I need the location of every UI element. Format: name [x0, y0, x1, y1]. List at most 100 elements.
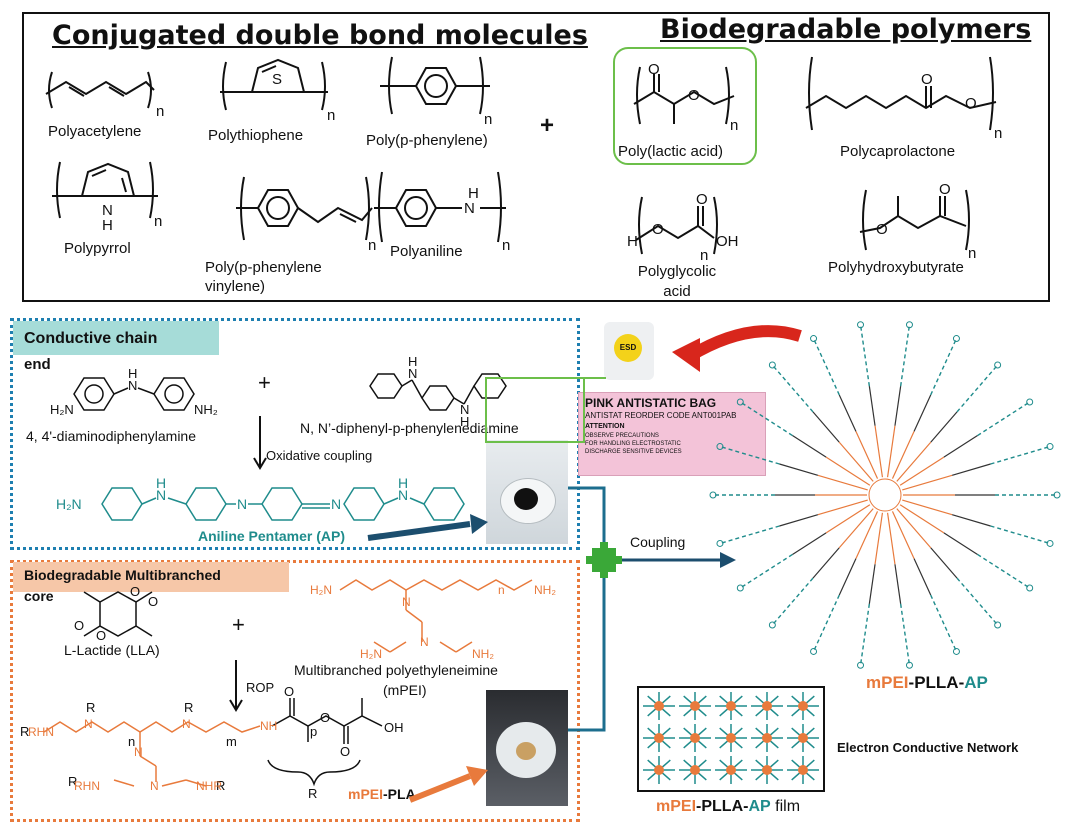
svg-text:O: O — [688, 87, 700, 104]
star-ap-arm — [773, 577, 814, 624]
star-core-arm — [886, 512, 896, 565]
mpei-label-2: (mPEI) — [383, 682, 427, 698]
film-node — [798, 765, 808, 775]
film-node — [726, 765, 736, 775]
pga-label: Polyglycolic acid — [637, 263, 717, 300]
svg-text:N: N — [398, 487, 408, 503]
svg-text:O: O — [652, 221, 664, 238]
polypyrrol-label: Polypyrrol — [64, 240, 131, 257]
svg-text:H: H — [102, 217, 113, 234]
svg-text:O: O — [648, 61, 660, 78]
star-core-arm — [891, 511, 915, 559]
film-node — [690, 701, 700, 711]
polymer-overview-panel — [22, 12, 1050, 302]
svg-text:O: O — [130, 584, 140, 599]
svg-text:H₂N: H₂N — [50, 402, 74, 417]
polyphenylene-label: Poly(p-phenylene) — [366, 132, 488, 149]
svg-text:N: N — [420, 635, 429, 649]
svg-text:N: N — [408, 366, 417, 381]
mpei-pla-photo — [486, 690, 568, 806]
bag-subtitle: ANTISTAT REORDER CODE ANT001PAB — [585, 411, 737, 420]
star-arm-end — [905, 661, 913, 669]
ppv-structure — [236, 176, 373, 241]
plus-sign: + — [540, 112, 555, 139]
ap-vial-photo — [486, 440, 568, 544]
phb-structure — [859, 189, 970, 251]
star-core-arm — [874, 512, 884, 565]
star-arm-end — [736, 398, 744, 406]
svg-text:R: R — [68, 774, 77, 789]
star-arm-end — [1026, 398, 1034, 406]
svg-text:R: R — [20, 724, 29, 739]
svg-text:R: R — [86, 700, 95, 715]
svg-text:N: N — [150, 779, 159, 793]
star-arm-end — [857, 321, 865, 329]
biodegradable-heading: Biodegradable polymers — [660, 14, 1032, 45]
svg-text:N: N — [156, 487, 166, 503]
star-arm-end — [952, 647, 960, 655]
mpei-label: Multibranched polyethyleneimine — [294, 662, 498, 678]
star-pla-arm — [779, 514, 819, 527]
conductive-title-bg — [13, 321, 219, 355]
star-pla-arm — [951, 514, 991, 527]
conductive-structures: H₂N NH₂ N H N H N H H₂N N H N N N H — [50, 354, 507, 521]
conjugated-heading: Conjugated double bond molecules — [52, 20, 588, 51]
star-arm-end — [994, 621, 1002, 629]
svg-text:n: n — [498, 583, 505, 597]
ap-arrow-head — [470, 514, 488, 534]
pink-antistatic-bag: PINK ANTISTATIC BAG ANTISTAT REORDER COD… — [578, 392, 766, 476]
film-node — [726, 701, 736, 711]
svg-text:N: N — [460, 402, 469, 417]
star-arm-end — [716, 539, 724, 547]
svg-text:N: N — [331, 496, 341, 512]
polyacetylene-structure — [45, 71, 155, 109]
pla-label: Poly(lactic acid) — [618, 143, 724, 160]
star-ap-arm — [721, 446, 780, 465]
star-ap-arm — [930, 340, 957, 396]
star-core-arm — [902, 474, 953, 491]
svg-text:H₂N: H₂N — [360, 647, 382, 661]
star-core-arm — [902, 499, 953, 516]
svg-text:H: H — [627, 233, 638, 250]
star-arm-end — [768, 621, 776, 629]
svg-text:H₂N: H₂N — [56, 496, 82, 512]
star-ap-arm — [813, 594, 840, 650]
svg-text:n: n — [327, 107, 335, 124]
star-arm-end — [716, 443, 724, 451]
svg-text:OH: OH — [716, 233, 739, 250]
film-node — [798, 701, 808, 711]
polyaniline-label: Polyaniline — [390, 243, 463, 260]
top-structures: n n S n N H n n N H n O O n O O n H O O … — [45, 47, 1002, 264]
star-core-arm — [838, 441, 874, 482]
polypyrrol-structure — [52, 161, 158, 219]
star-pla-arm — [930, 411, 958, 443]
bio-title-bg — [13, 562, 289, 592]
network-label: Electron Conductive Network — [837, 740, 1019, 755]
star-pla-arm — [894, 386, 902, 426]
star-arm-end — [1053, 491, 1061, 499]
polyacetylene-label: Polyacetylene — [48, 123, 142, 140]
star-pla-arm — [812, 411, 840, 443]
film-node — [726, 733, 736, 743]
conductive-title-2: end — [24, 356, 51, 373]
bag-title: PINK ANTISTATIC BAG — [585, 396, 717, 410]
star-arm-end — [857, 661, 865, 669]
star-ap-arm — [977, 553, 1029, 588]
star-ap-arm — [899, 603, 910, 664]
star-pla-arm — [913, 558, 932, 596]
star-core — [868, 478, 902, 512]
svg-text:m: m — [226, 734, 237, 749]
phb-label: Polyhydroxybutyrate — [828, 259, 964, 276]
pla-structure — [633, 66, 735, 125]
star-polymer-label: mPEI-PLLA-AP — [866, 673, 988, 692]
esd-bag-photo: ESD — [604, 322, 654, 380]
svg-text:OH: OH — [384, 720, 404, 735]
svg-text:n: n — [128, 734, 135, 749]
polyphenylene-structure — [380, 56, 490, 115]
star-arm-end — [768, 361, 776, 369]
star-ap-arm — [860, 326, 871, 387]
star-pla-arm — [792, 532, 827, 555]
star-pla-arm — [812, 547, 840, 579]
svg-text:n: n — [484, 111, 492, 128]
